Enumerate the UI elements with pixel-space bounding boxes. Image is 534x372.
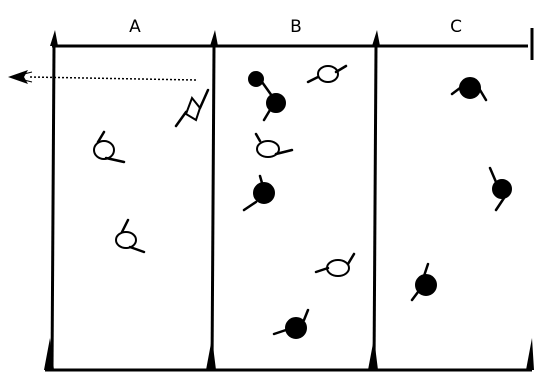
column-label-c: C [450, 17, 462, 37]
filled-cell [264, 94, 285, 120]
divider-a-b [212, 46, 214, 370]
divider-b-c [374, 46, 376, 370]
open-cell [94, 132, 124, 162]
open-cell [116, 220, 144, 252]
junction-marker [50, 30, 58, 46]
exit-arrow-head [8, 70, 28, 84]
junction-marker [372, 30, 380, 46]
filled-cell [249, 72, 272, 96]
junction-marker [210, 30, 218, 46]
filled-cell [452, 78, 486, 100]
filled-cell [490, 168, 511, 210]
column-label-b: B [290, 17, 302, 37]
open-cell [256, 134, 292, 157]
filled-cell [274, 310, 308, 338]
column-label-a: A [129, 17, 141, 37]
open-cell [176, 90, 208, 126]
filled-cell [412, 264, 436, 300]
open-cell [308, 66, 346, 82]
divider-left [52, 46, 54, 370]
filled-cell [244, 176, 274, 210]
junction-marker [526, 338, 534, 370]
open-cell [316, 254, 354, 276]
